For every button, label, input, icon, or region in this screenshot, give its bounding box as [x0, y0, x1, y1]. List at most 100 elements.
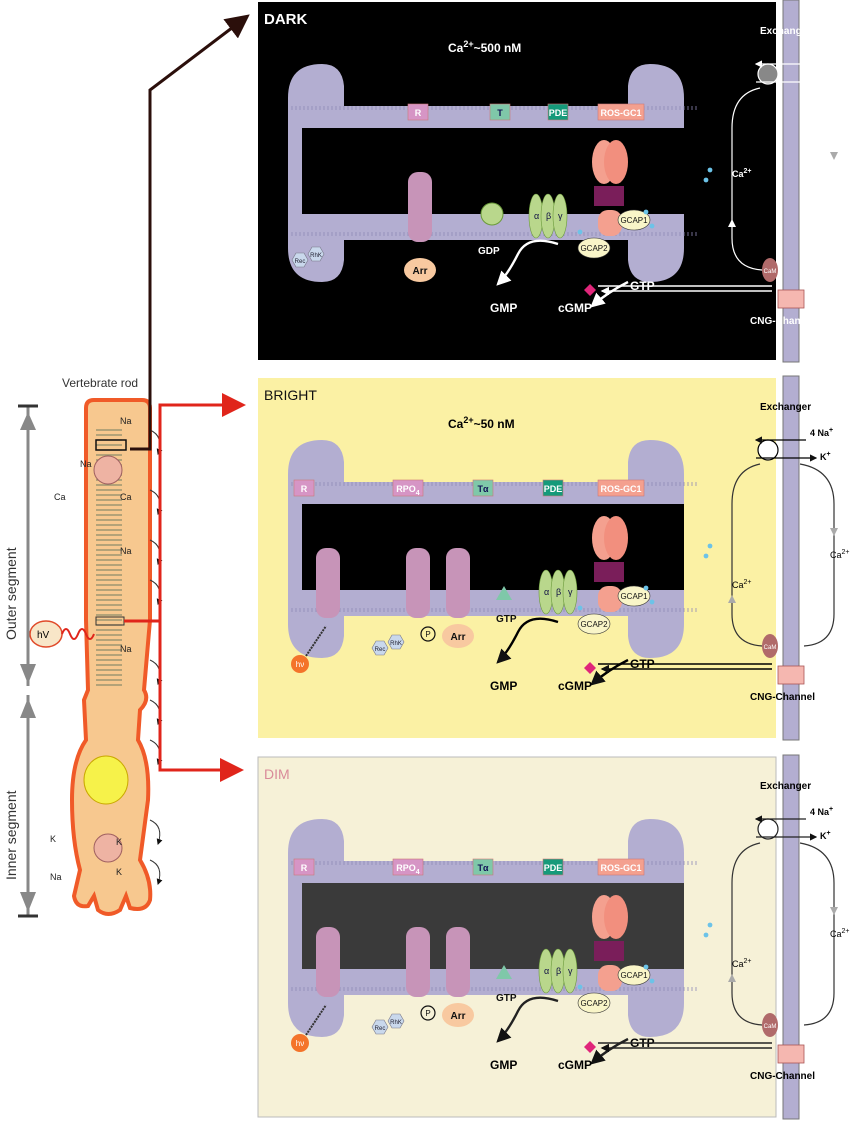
rod-nucleus: [83, 755, 129, 805]
calcium-outer-label: Ca2+: [830, 549, 850, 560]
panel-title: DARK: [264, 11, 307, 28]
rhk-label: RhK: [310, 253, 322, 259]
rhodopsin-cylinder: [316, 927, 340, 997]
protein-pde: [542, 858, 564, 876]
calcium-ion-dot: [707, 922, 713, 928]
rhodopsin-cylinder: [406, 548, 430, 618]
cng-channel-label: CNG-Channel: [750, 1071, 815, 1082]
gcap2-label: GCAP2: [580, 999, 608, 1008]
rod-zoom-box-dark: [95, 439, 127, 451]
svg-text:RPO4: RPO4: [396, 863, 420, 876]
calmodulin-blob: [762, 634, 778, 658]
svg-text:ROS-GC1: ROS-GC1: [600, 108, 641, 118]
protein-rpo: [392, 858, 424, 876]
cgmp-to-gmp-arrow: [496, 617, 559, 664]
alpha-label: α: [544, 966, 549, 976]
gtp-to-cgmp-arrow: [590, 1037, 629, 1065]
calcium-ion-dot: [703, 177, 709, 183]
calcium-ion-dot: [643, 964, 649, 970]
protein-label: ROS-GC1: [600, 484, 641, 494]
cam-label: CaM: [764, 269, 777, 275]
k-label: K+: [820, 451, 831, 462]
cgmp-molecule: [584, 662, 596, 674]
plasma-membrane: [782, 754, 800, 1120]
recoverin-label: Rec: [375, 1026, 386, 1032]
calcium-ion-dot: [707, 167, 713, 173]
gcap1-label: GCAP1: [620, 971, 648, 980]
exchanger-label: Exchanger: [760, 26, 811, 37]
protein-rosgc1: [597, 858, 645, 876]
cgmp-molecule: [584, 284, 596, 296]
rhodopsin-cylinder: [408, 172, 432, 242]
protein-label: PDE: [544, 484, 563, 494]
vertebrate-rod: Vertebrate rod hV Outer segment Inner se…: [3, 376, 163, 918]
rhk-label: RhK: [390, 1020, 402, 1026]
outer-segment-label: Outer segment: [3, 547, 19, 640]
calcium-inner-label: Ca2+: [732, 958, 752, 969]
photon-label: hν: [296, 660, 304, 669]
pde-subunit: [562, 569, 578, 615]
exchanger-pump: [757, 439, 779, 461]
panel-title: BRIGHT: [264, 387, 317, 403]
connector-arrows: [124, 14, 250, 782]
cng-channel: [777, 289, 805, 309]
protein-r: [293, 858, 315, 876]
protein-rpo: [392, 479, 424, 497]
arrestin-label: Arr: [412, 266, 427, 277]
rhodopsin-cylinder: [446, 548, 470, 618]
beta-label: β: [546, 211, 551, 221]
rhodopsin-kinase-icon: [387, 634, 405, 650]
alpha-label: α: [544, 587, 549, 597]
arrow-to-bright: [124, 393, 246, 623]
calcium-inner-label: Ca2+: [732, 579, 752, 590]
protein-rosgc1: [597, 103, 645, 121]
calcium-loop-outer: [799, 463, 835, 647]
ion-na-3: Na: [120, 546, 132, 556]
cgmp-label: cGMP: [558, 679, 592, 693]
protein-label: R: [415, 108, 422, 118]
calcium-loop-outer: [799, 87, 835, 271]
protein-r: [293, 479, 315, 497]
gtp-label-t: GTP: [496, 993, 517, 1004]
svg-text:T: T: [497, 108, 503, 118]
arrestin-blob: [442, 624, 474, 648]
calcium-ion-dot: [649, 599, 655, 605]
calcium-ion-dot: [577, 984, 583, 990]
gamma-label: γ: [558, 211, 563, 221]
svg-text:R: R: [301, 484, 308, 494]
arrestin-blob: [442, 1003, 474, 1027]
inner-segment-label: Inner segment: [3, 790, 19, 880]
cgmp-label: cGMP: [558, 301, 592, 315]
beta-label: β: [556, 587, 561, 597]
ion-k-3: K: [116, 867, 122, 877]
arrestin-label: Arr: [450, 632, 465, 643]
svg-text:Tα: Tα: [477, 863, 488, 873]
calcium-outer-label: Ca2+: [830, 173, 850, 184]
pde-subunit: [552, 193, 568, 239]
exchanger-pump: [757, 63, 779, 85]
protein-label: PDE: [544, 863, 563, 873]
cng-channel: [777, 665, 805, 685]
photon-icon: [291, 1034, 309, 1052]
protein-label: Tα: [477, 484, 488, 494]
recoverin-label: Rec: [295, 259, 306, 265]
cam-label: CaM: [764, 1024, 777, 1030]
gcap2-label: GCAP2: [580, 244, 608, 253]
calcium-ion-dot: [577, 605, 583, 611]
plasma-membrane: [782, 375, 800, 741]
calcium-inner-label: Ca2+: [732, 168, 752, 179]
alpha-label: α: [534, 211, 539, 221]
protein-label: T: [497, 108, 503, 118]
protein-label: ROS-GC1: [600, 863, 641, 873]
protein-label: Tα: [477, 863, 488, 873]
protein-r: [407, 103, 429, 121]
calcium-ion-dot: [703, 553, 709, 559]
rhk-label: RhK: [390, 641, 402, 647]
protein-t: [472, 479, 494, 497]
svg-text:ROS-GC1: ROS-GC1: [600, 863, 641, 873]
phosphate-icon: [420, 626, 436, 642]
